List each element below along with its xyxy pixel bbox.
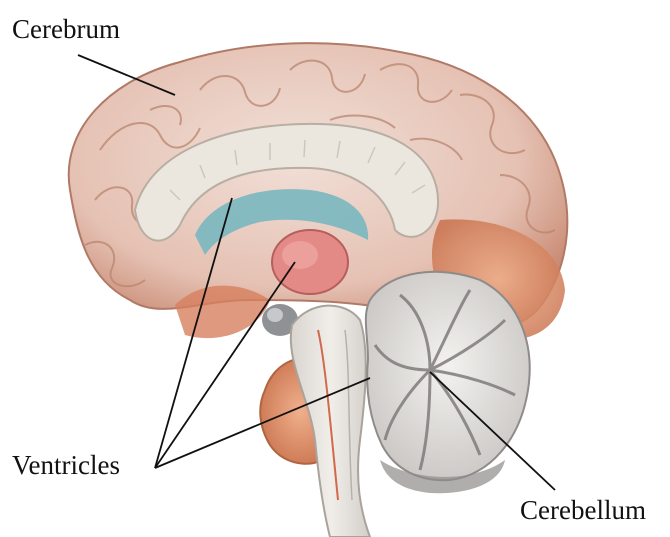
cerebellum-label: Cerebellum bbox=[520, 497, 646, 524]
cerebellum-shape bbox=[366, 272, 530, 480]
cerebrum-label: Cerebrum bbox=[12, 16, 120, 43]
ventricles-label: Ventricles bbox=[12, 452, 120, 479]
